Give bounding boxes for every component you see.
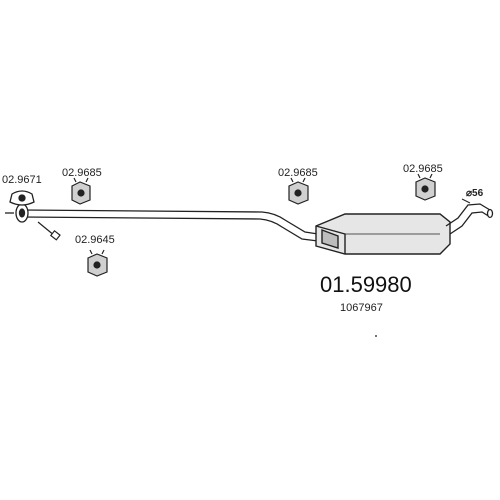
part-number-label: 02.9671	[2, 174, 42, 186]
part-number-label: 02.9645	[75, 234, 115, 246]
main-part-number: 01.59980	[320, 272, 412, 297]
diameter-label: ⌀56	[466, 188, 484, 199]
front-flange	[5, 203, 29, 223]
tail-pipe	[445, 203, 494, 235]
callout-hanger-4: 02.9685	[403, 163, 443, 201]
callout-clamp-front: 02.9671	[2, 174, 42, 206]
part-number-label: 02.9685	[62, 167, 102, 179]
clamp-icon	[9, 190, 35, 206]
bolt-icon	[37, 221, 61, 241]
rubber-hanger-icon	[71, 177, 91, 205]
part-number-label: 02.9685	[278, 167, 318, 179]
callout-hanger-2: 02.9645	[75, 234, 115, 277]
rubber-hanger-icon	[87, 249, 108, 277]
diameter-leader	[461, 198, 471, 204]
rubber-hanger-icon	[288, 177, 309, 205]
exhaust-pipe	[21, 209, 319, 242]
oe-number: 1067967	[340, 302, 383, 314]
callout-hanger-1: 02.9685	[62, 167, 102, 205]
part-number-label: 02.9685	[403, 163, 443, 175]
callout-hanger-3: 02.9685	[278, 167, 318, 205]
marker-dot	[375, 335, 377, 337]
rubber-hanger-icon	[415, 173, 436, 201]
rear-muffler	[315, 213, 451, 255]
